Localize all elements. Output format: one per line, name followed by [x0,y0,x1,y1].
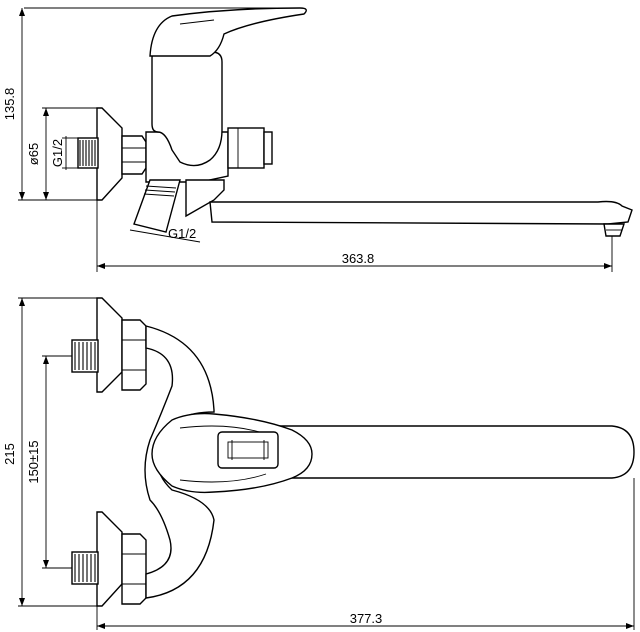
dim-side-thread-top: G1/2 [50,136,78,170]
dim-side-diameter-label: ø65 [26,143,41,165]
side-wall-flange [96,107,123,201]
top-wall-flange-lower [96,511,123,607]
dim-side-length: 363.8 [96,200,613,272]
dim-side-height-label: 135.8 [2,88,17,121]
side-spout [209,200,633,225]
side-diverter-knob [227,127,273,169]
top-hex-nut-lower [121,533,147,605]
dim-top-height: 215 [2,297,97,607]
dim-side-height: 135.8 [2,7,300,201]
dim-side-thread-bottom-label: G1/2 [168,226,196,241]
dim-side-diameter: ø65 [26,107,97,200]
side-lever-handle [149,7,307,57]
top-wall-flange-upper [96,297,123,393]
side-hex-nut [121,135,147,175]
top-hex-nut-upper [121,319,147,391]
dim-side-length-label: 363.8 [342,251,375,266]
dim-top-length-label: 377.3 [350,611,383,626]
dim-side-thread-top-label: G1/2 [50,139,65,167]
dim-top-center-distance: 150±15 [26,355,72,569]
top-thread-connector-upper [71,339,99,373]
side-spout-connector [185,179,225,218]
dim-top-length: 377.3 [96,478,635,630]
top-view: 215 150±15 377.3 [2,297,635,630]
top-lever-slot [217,431,279,469]
dim-side-thread-bottom: G1/2 [129,226,201,243]
side-thread-connector [77,137,99,169]
side-view: 135.8 ø65 G1/2 G1/2 3 [2,7,633,272]
dim-top-center-distance-label: 150±15 [26,440,41,483]
top-spout [239,425,635,479]
top-thread-connector-lower [71,551,99,585]
side-lower-inlet [133,179,181,233]
dim-top-height-label: 215 [2,443,17,465]
